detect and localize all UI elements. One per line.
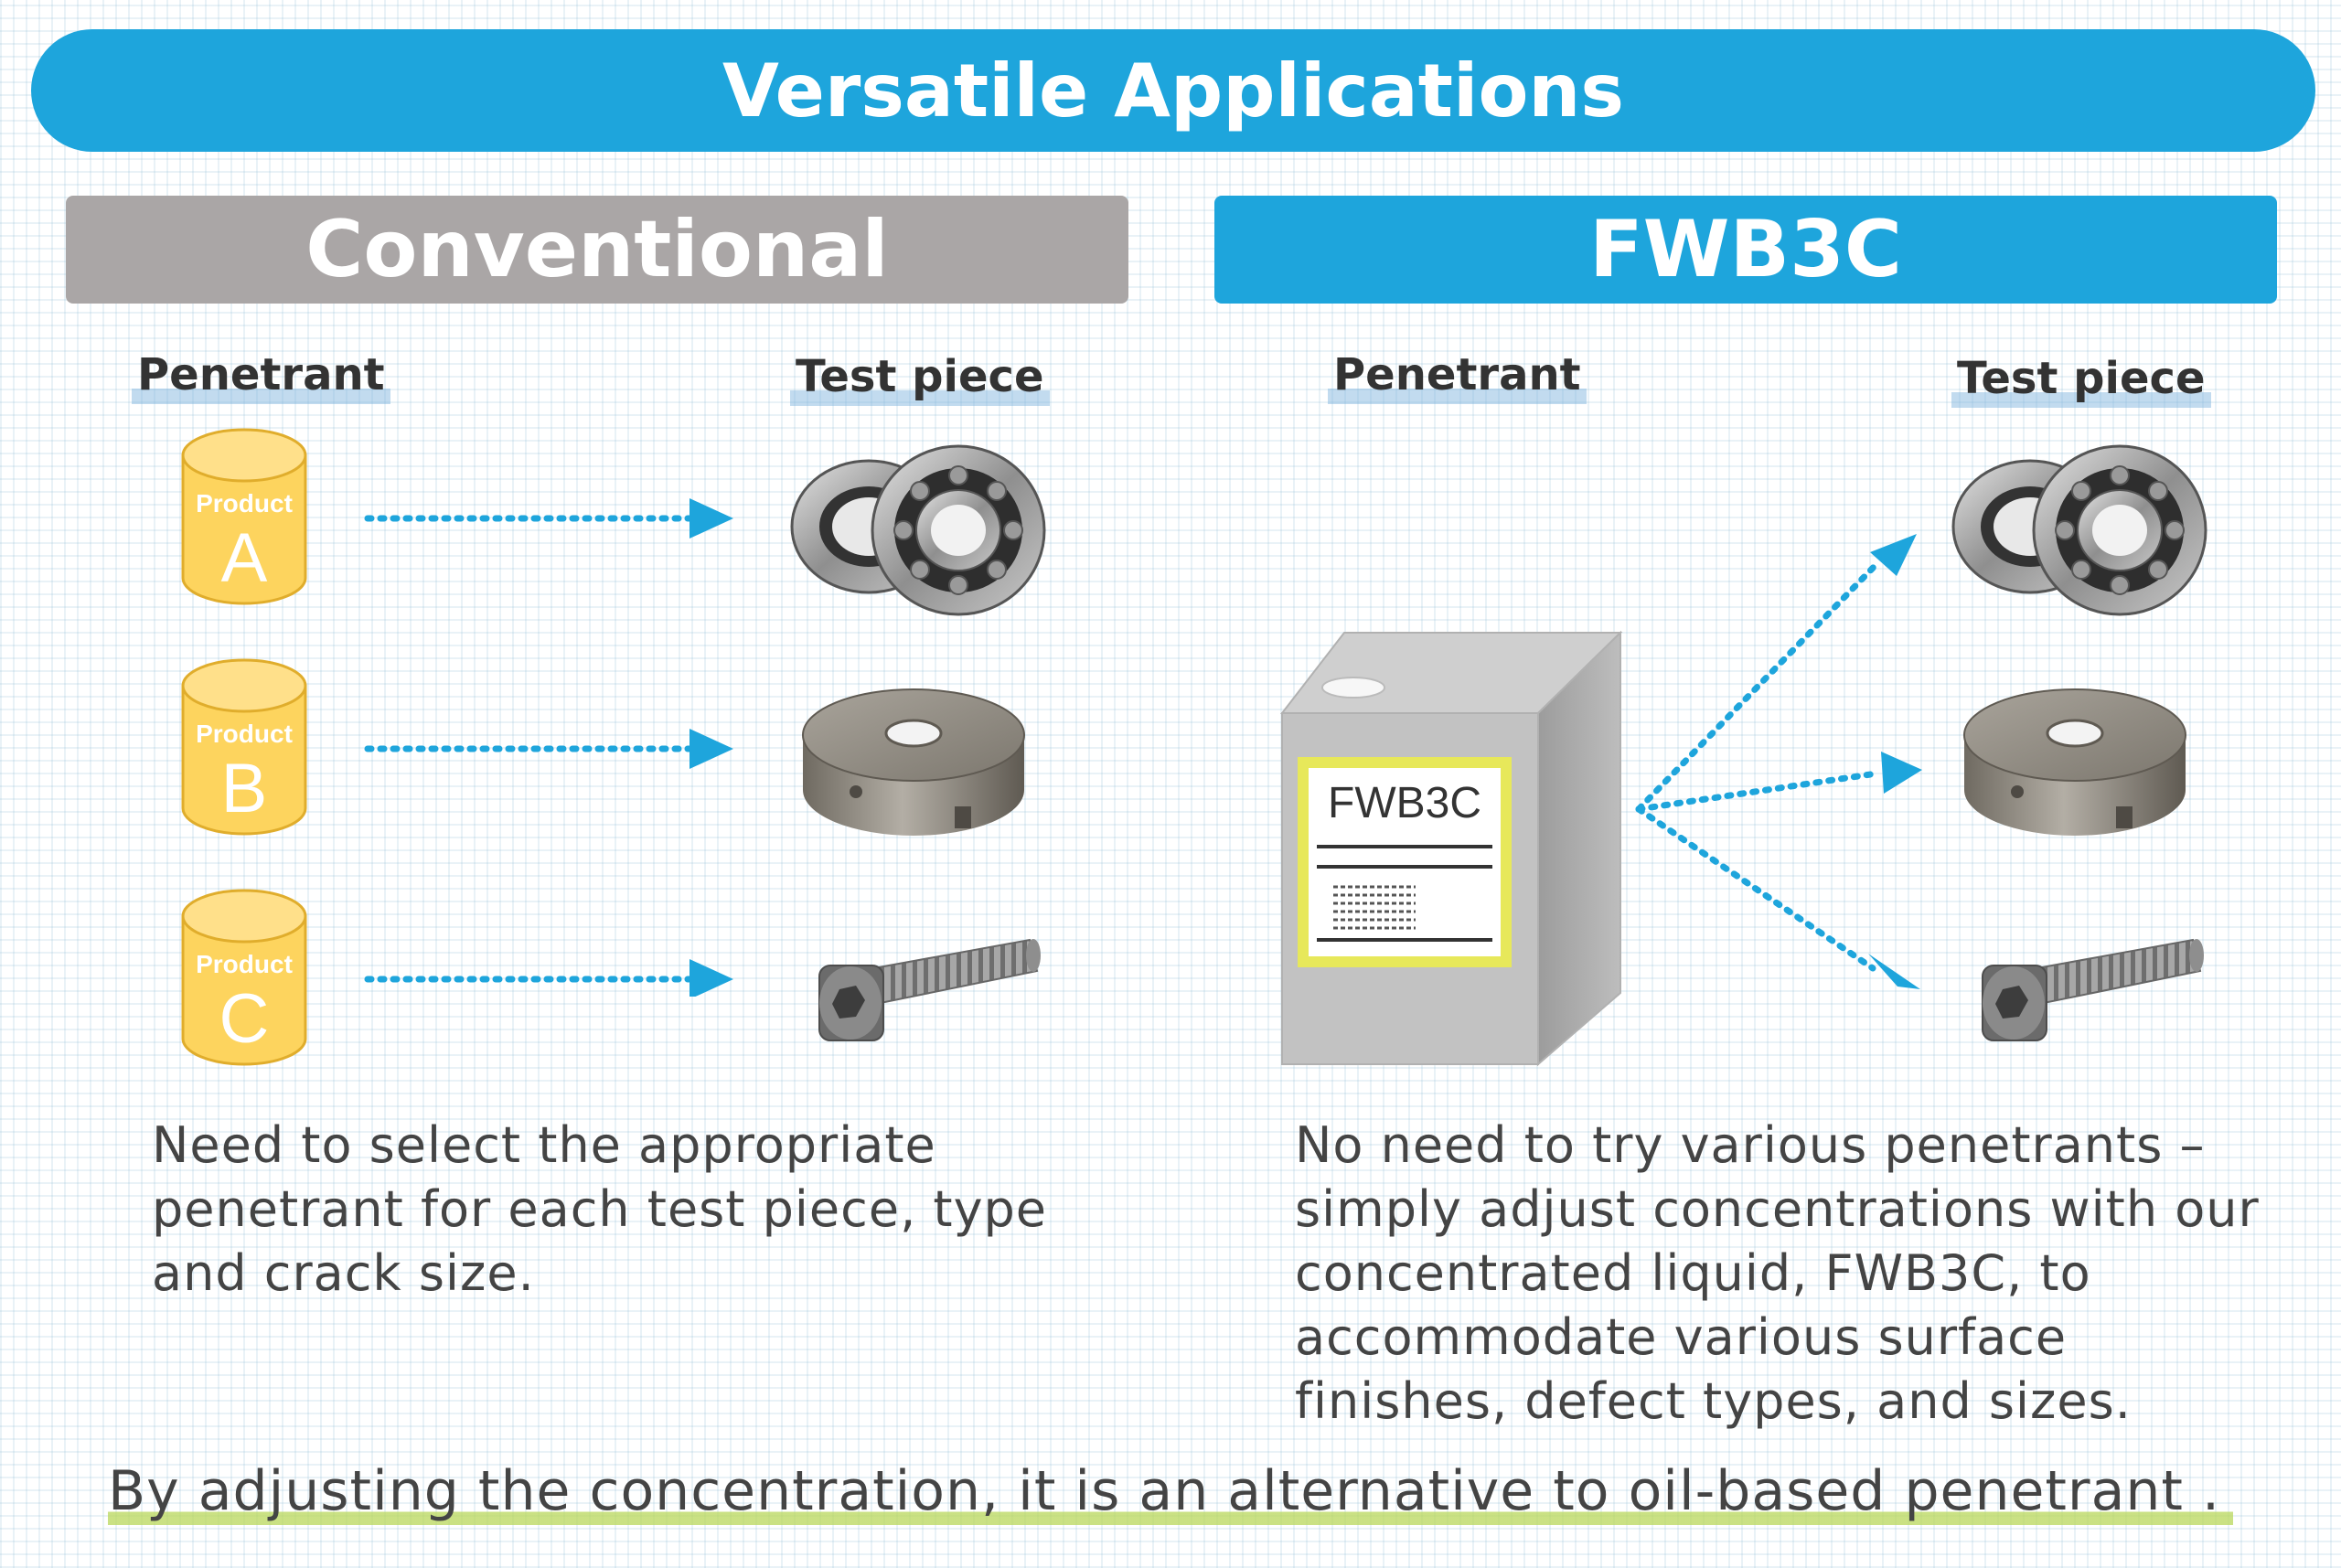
can-label: FWB3C	[1328, 779, 1481, 827]
product-c-word: Product	[196, 950, 293, 978]
conventional-arrow-icon	[364, 498, 733, 997]
product-a-cylinder-icon: Product A	[181, 428, 307, 605]
conventional-description: Need to select the appropriate penetrant…	[152, 1114, 1158, 1306]
conventional-penetrant-label: Penetrant	[132, 349, 390, 404]
product-a-letter: A	[221, 519, 268, 597]
conventional-description-line: penetrant for each test piece, type	[152, 1180, 1048, 1238]
fwb3c-description: No need to try various penetrants – simp…	[1295, 1114, 2310, 1434]
footer-statement: By adjusting the concentration, it is an…	[108, 1459, 2234, 1525]
fwb3c-description-line: finishes, defect types, and sizes.	[1295, 1372, 2132, 1430]
product-c-cylinder-icon: Product C	[181, 889, 307, 1066]
product-b-letter: B	[221, 750, 268, 827]
fwb3c-description-line: concentrated liquid, FWB3C, to	[1295, 1244, 2091, 1302]
fwb3c-test-piece-label: Test piece	[1951, 353, 2211, 408]
conventional-description-line: and crack size.	[152, 1244, 535, 1302]
penetrant-can-icon: FWB3C	[1279, 630, 1623, 1067]
product-c-letter: C	[219, 980, 270, 1058]
product-a-word: Product	[196, 489, 293, 517]
product-b-word: Product	[196, 720, 293, 748]
fwb3c-heading: FWB3C	[1214, 196, 2277, 304]
bolt-icon	[818, 938, 1041, 1041]
fwb3c-description-line: No need to try various penetrants –	[1295, 1116, 2206, 1174]
fwb3c-description-line: accommodate various surface	[1295, 1308, 2068, 1366]
fwb3c-arrow-icon	[1635, 534, 1922, 989]
bearing-icon	[790, 444, 1046, 616]
conventional-test-piece-label: Test piece	[790, 351, 1050, 406]
banner-title: Versatile Applications	[31, 29, 2315, 152]
fwb3c-bearing-icon	[1951, 444, 2207, 616]
fwb3c-bolt-icon	[1982, 938, 2204, 1041]
conventional-description-line: Need to select the appropriate	[152, 1116, 936, 1174]
fwb3c-disc-part-icon	[1963, 688, 2186, 836]
product-b-cylinder-icon: Product B	[181, 658, 307, 836]
disc-part-icon	[802, 688, 1025, 836]
fwb3c-description-line: simply adjust concentrations with our	[1295, 1180, 2260, 1238]
fwb3c-penetrant-label: Penetrant	[1328, 349, 1587, 404]
conventional-heading: Conventional	[66, 196, 1128, 304]
